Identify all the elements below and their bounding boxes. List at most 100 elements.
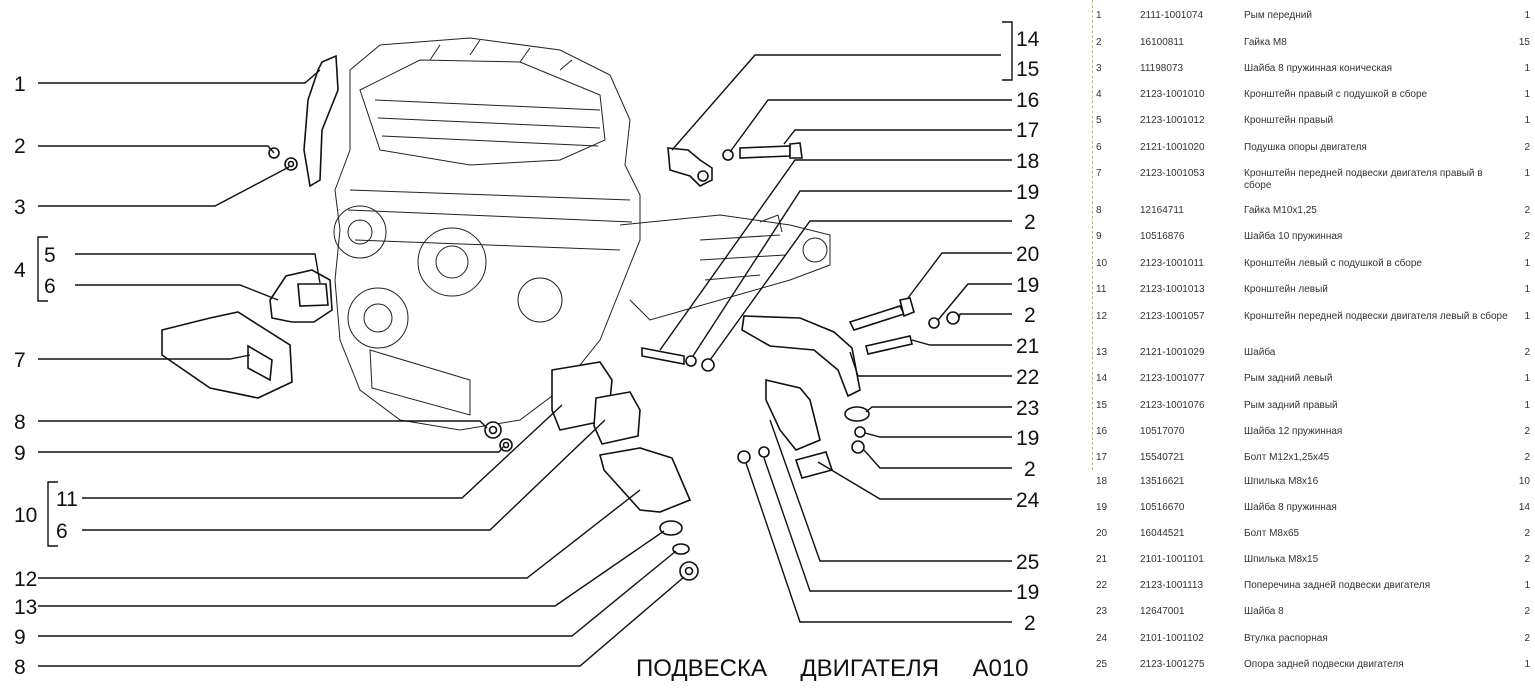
part-number: 20 <box>1096 528 1108 539</box>
engine-block-sketch <box>333 37 831 431</box>
part-name: Кронштейн передней подвески двигателя ле… <box>1244 311 1508 322</box>
part-number: 3 <box>1096 63 1102 74</box>
part-name: Кронштейн левый <box>1244 284 1328 295</box>
part-shapes <box>161 54 960 581</box>
part-number: 19 <box>1096 502 1108 513</box>
callout-14: 14 <box>1016 28 1040 51</box>
part-number: 6 <box>1096 142 1102 153</box>
callout-9b: 9 <box>14 626 26 649</box>
part-qty: 2 <box>1524 528 1530 539</box>
part-qty: 2 <box>1524 633 1530 644</box>
part-name: Поперечина задней подвески двигателя <box>1244 580 1431 591</box>
part-qty: 1 <box>1524 659 1530 670</box>
part-qty: 1 <box>1524 115 1530 126</box>
part-qty: 14 <box>1518 502 1530 513</box>
part-number: 14 <box>1096 373 1108 384</box>
part-qty: 2 <box>1524 347 1530 358</box>
part-qty: 1 <box>1524 10 1530 21</box>
part-code: 16044521 <box>1140 528 1185 539</box>
callout-16: 16 <box>1016 89 1039 112</box>
part-number: 23 <box>1096 606 1108 617</box>
callout-numbers: 1 2 3 4 5 6 7 8 9 10 11 6 12 13 9 8 14 1… <box>14 28 1040 679</box>
part-name: Гайка М10х1,25 <box>1244 205 1317 216</box>
part-code: 2123-1001076 <box>1140 400 1205 411</box>
exploded-diagram: 1 2 3 4 5 6 7 8 9 10 11 6 12 13 9 8 14 1… <box>14 21 1040 682</box>
callout-15: 15 <box>1016 58 1039 81</box>
callout-2rb: 2 <box>1024 304 1036 327</box>
callout-8: 8 <box>14 411 26 434</box>
callout-5: 5 <box>44 244 56 267</box>
part-number: 22 <box>1096 580 1108 591</box>
callout-4: 4 <box>14 259 26 282</box>
part-name: Шпилька М8х16 <box>1244 476 1319 487</box>
part-code: 2123-1001057 <box>1140 311 1205 322</box>
part-qty: 2 <box>1524 142 1530 153</box>
callout-3: 3 <box>14 196 26 219</box>
part-number: 9 <box>1096 231 1102 242</box>
callout-2r: 2 <box>1024 211 1036 234</box>
part-qty: 2 <box>1524 231 1530 242</box>
part-name: Болт М12х1,25х45 <box>1244 452 1330 463</box>
part-name: Гайка М8 <box>1244 37 1287 48</box>
part-qty: 1 <box>1524 373 1530 384</box>
diagram-title: ПОДВЕСКА ДВИГАТЕЛЯ А010 <box>636 655 1029 682</box>
part-name: Опора задней подвески двигателя <box>1244 659 1404 670</box>
part-code: 11198073 <box>1140 63 1184 74</box>
part-code: 2121-1001029 <box>1140 347 1205 358</box>
part-qty: 2 <box>1524 554 1530 565</box>
part-code: 2123-1001113 <box>1140 580 1204 591</box>
callout-19: 19 <box>1016 181 1039 204</box>
part-code: 13516621 <box>1140 476 1185 487</box>
callout-20: 20 <box>1016 243 1039 266</box>
part-code: 2101-1001102 <box>1140 633 1204 644</box>
callout-19b: 19 <box>1016 274 1039 297</box>
part-code: 10517070 <box>1140 426 1185 437</box>
part-qty: 1 <box>1524 168 1530 179</box>
part-code: 12164711 <box>1140 205 1184 216</box>
part-qty: 1 <box>1524 258 1530 269</box>
part-code: 2123-1001077 <box>1140 373 1205 384</box>
part-qty: 1 <box>1524 580 1530 591</box>
part-number: 5 <box>1096 115 1102 126</box>
part-code: 2123-1001013 <box>1140 284 1205 295</box>
part-qty: 10 <box>1518 476 1530 487</box>
part-name: Шайба 8 пружинная <box>1244 502 1337 513</box>
callout-6: 6 <box>44 275 56 298</box>
part-qty: 1 <box>1524 400 1530 411</box>
callout-11: 11 <box>56 488 78 511</box>
part-name: Подушка опоры двигателя <box>1244 142 1367 153</box>
part-name: Болт М8х65 <box>1244 528 1300 539</box>
leader-lines <box>38 54 1012 667</box>
part-number: 8 <box>1096 205 1102 216</box>
part-number: 4 <box>1096 89 1102 100</box>
part-qty: 1 <box>1524 284 1530 295</box>
part-code: 12647001 <box>1140 606 1185 617</box>
part-code: 10516876 <box>1140 231 1185 242</box>
part-number: 17 <box>1096 452 1108 463</box>
part-number: 24 <box>1096 633 1108 644</box>
callout-12: 12 <box>14 568 37 591</box>
part-code: 2123-1001012 <box>1140 115 1205 126</box>
part-qty: 2 <box>1524 452 1530 463</box>
part-number: 1 <box>1096 10 1102 21</box>
part-qty: 15 <box>1518 37 1530 48</box>
part-number: 21 <box>1096 554 1108 565</box>
table-separator <box>1092 0 1093 470</box>
part-qty: 1 <box>1524 63 1530 74</box>
part-number: 16 <box>1096 426 1108 437</box>
part-qty: 1 <box>1524 311 1530 322</box>
callout-9: 9 <box>14 442 26 465</box>
part-qty: 2 <box>1524 606 1530 617</box>
part-number: 2 <box>1096 37 1102 48</box>
callout-19c: 19 <box>1016 427 1039 450</box>
part-name: Кронштейн правый с подушкой в сборе <box>1244 89 1428 100</box>
part-number: 7 <box>1096 168 1102 179</box>
part-name: Шпилька М8х15 <box>1244 554 1319 565</box>
part-name: Шайба <box>1244 347 1276 358</box>
part-qty: 1 <box>1524 89 1530 100</box>
callout-10: 10 <box>14 504 37 527</box>
callout-24: 24 <box>1016 489 1040 512</box>
part-qty: 2 <box>1524 205 1530 216</box>
callout-25: 25 <box>1016 551 1039 574</box>
